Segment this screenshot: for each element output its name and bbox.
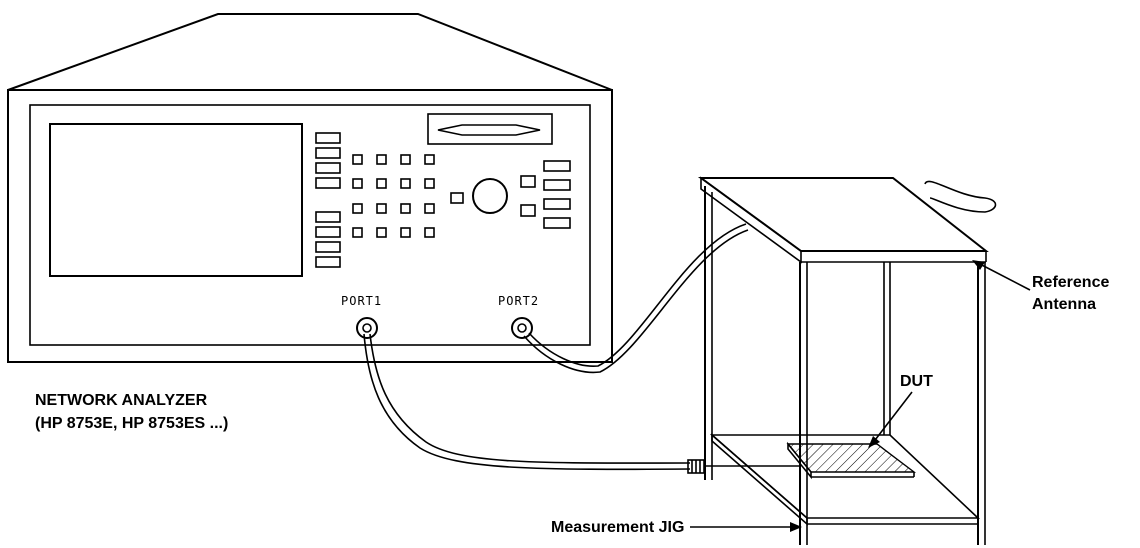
analyzer-body <box>7 89 613 363</box>
network-analyzer: PORT1 PORT2 <box>7 13 613 363</box>
floppy-drive <box>427 113 553 145</box>
port1-label: PORT1 <box>341 294 382 308</box>
port2-label: PORT2 <box>498 294 539 308</box>
port2-connector <box>511 317 533 339</box>
port2-connector-inner <box>517 323 527 333</box>
port1-cable <box>363 333 691 471</box>
dut-arrow <box>868 391 913 448</box>
dut-label: DUT <box>900 373 933 390</box>
knob-side-key <box>450 192 464 204</box>
measurement-jig-label: Measurement JIG <box>551 519 684 536</box>
reference-antenna-arrow <box>972 260 1031 291</box>
port2-cable <box>523 223 749 374</box>
display-screen <box>49 123 303 277</box>
analyzer-label-line1: NETWORK ANALYZER <box>35 392 208 409</box>
softkeys-left-upper <box>315 132 341 189</box>
measurement-jig <box>697 176 997 545</box>
analyzer-label-line2: (HP 8753E, HP 8753ES ...) <box>35 415 228 432</box>
measurement-jig-arrow <box>690 522 802 532</box>
reference-antenna-label-line2: Antenna <box>1032 296 1096 313</box>
softkeys-left-lower <box>315 211 341 268</box>
jig-connector <box>687 459 705 474</box>
reference-antenna-cable-loop <box>924 180 997 213</box>
analyzer-top-housing <box>7 13 613 91</box>
reference-antenna-label-line1: Reference <box>1032 274 1109 291</box>
analyzer-front-panel <box>29 104 591 346</box>
keys-right-cluster <box>520 160 571 229</box>
port1-connector-inner <box>362 323 372 333</box>
port1-connector <box>356 317 378 339</box>
rotary-knob <box>472 178 508 214</box>
jig-top-plate <box>697 177 989 252</box>
keypad-grid <box>352 154 435 238</box>
